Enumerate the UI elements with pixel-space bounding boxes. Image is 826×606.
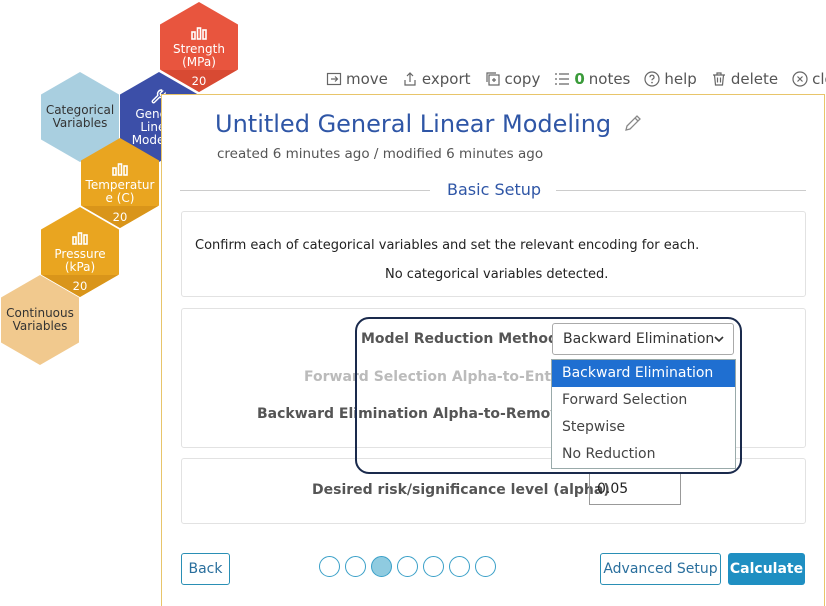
export-icon [404,72,416,86]
step-dot[interactable] [475,556,496,577]
notes-label: notes [588,70,631,88]
section-divider-left [180,190,430,191]
trash-icon [712,72,725,86]
model-reduction-label: Model Reduction Method [361,331,558,347]
option-no-reduction[interactable]: No Reduction [562,446,656,462]
step-dot-active[interactable] [371,556,392,577]
step-dot[interactable] [319,556,340,577]
highlight-frame [355,317,742,474]
close-button[interactable]: close [792,70,826,88]
close-icon [792,71,808,87]
chevron-down-icon [714,336,724,343]
bar-chart-icon [191,26,207,40]
help-icon [644,71,660,87]
step-dot[interactable] [345,556,366,577]
export-button[interactable]: export [402,70,471,88]
move-button[interactable]: move [326,70,388,88]
step-dot[interactable] [397,556,418,577]
backward-alpha-label: Backward Elimination Alpha-to-Remove [257,406,569,422]
bar-chart-icon [112,162,128,176]
categorical-status: No categorical variables detected. [385,267,609,282]
option-backward-elimination[interactable]: Backward Elimination [552,360,735,387]
categorical-box [181,211,806,297]
hex-temperature-label: Temperatur e (C) [85,177,155,205]
delete-button[interactable]: delete [711,70,778,88]
page-title-text: Untitled General Linear Modeling [215,110,612,138]
risk-box [181,458,806,524]
list-icon [555,73,570,85]
option-stepwise[interactable]: Stepwise [562,419,626,435]
section-divider-right [556,190,806,191]
hex-continuous-variables[interactable]: Continuous Variables [1,275,79,365]
export-label: export [421,70,471,88]
pencil-icon[interactable] [623,113,643,133]
help-button[interactable]: help [644,70,697,88]
close-label: close [812,70,826,88]
hex-pressure-label: Pressure (kPa) [54,246,106,274]
alpha-input[interactable]: 0.05 [589,473,681,505]
model-reduction-dropdown: Backward Elimination Forward Selection S… [551,359,736,469]
risk-label: Desired risk/significance level (alpha) [312,482,610,498]
hex-pressure[interactable]: Pressure (kPa) 20 [41,207,119,297]
help-label: help [664,70,697,88]
step-indicator [319,556,496,577]
bar-chart-icon [72,231,88,245]
step-dot[interactable] [423,556,444,577]
page-title[interactable]: Untitled General Linear Modeling [215,110,643,138]
advanced-setup-label: Advanced Setup [603,561,718,577]
alpha-value: 0.05 [597,481,629,497]
step-dot[interactable] [449,556,470,577]
hex-continuous-label: Continuous Variables [6,306,74,333]
hex-strength-label: Strength (MPa) [173,41,225,69]
categorical-instruction: Confirm each of categorical variables an… [195,238,700,253]
hex-strength[interactable]: Strength (MPa) 20 [160,2,238,92]
move-icon [326,72,342,86]
notes-count: 0 [574,70,585,88]
move-label: move [346,70,388,88]
model-reduction-select[interactable]: Backward Elimination [552,323,734,355]
section-title: Basic Setup [447,180,542,199]
wrench-icon [151,88,166,103]
calculate-button[interactable]: Calculate [728,553,805,585]
advanced-setup-button[interactable]: Advanced Setup [600,553,721,585]
notes-button[interactable]: 0 notes [554,70,630,88]
option-forward-selection[interactable]: Forward Selection [562,392,688,408]
copy-button[interactable]: copy [485,70,541,88]
copy-icon [485,72,500,86]
model-reduction-value: Backward Elimination [563,331,715,347]
delete-label: delete [730,70,779,88]
back-button[interactable]: Back [181,553,230,585]
back-label: Back [188,561,223,577]
calculate-label: Calculate [729,561,804,577]
toolbar: move export copy 0 notes help delete clo… [326,70,826,88]
forward-alpha-label: Forward Selection Alpha-to-Enter [304,369,568,385]
page-subtitle: created 6 minutes ago / modified 6 minut… [217,146,544,162]
copy-label: copy [504,70,541,88]
hex-categorical-label: Categorical Variables [45,103,115,130]
